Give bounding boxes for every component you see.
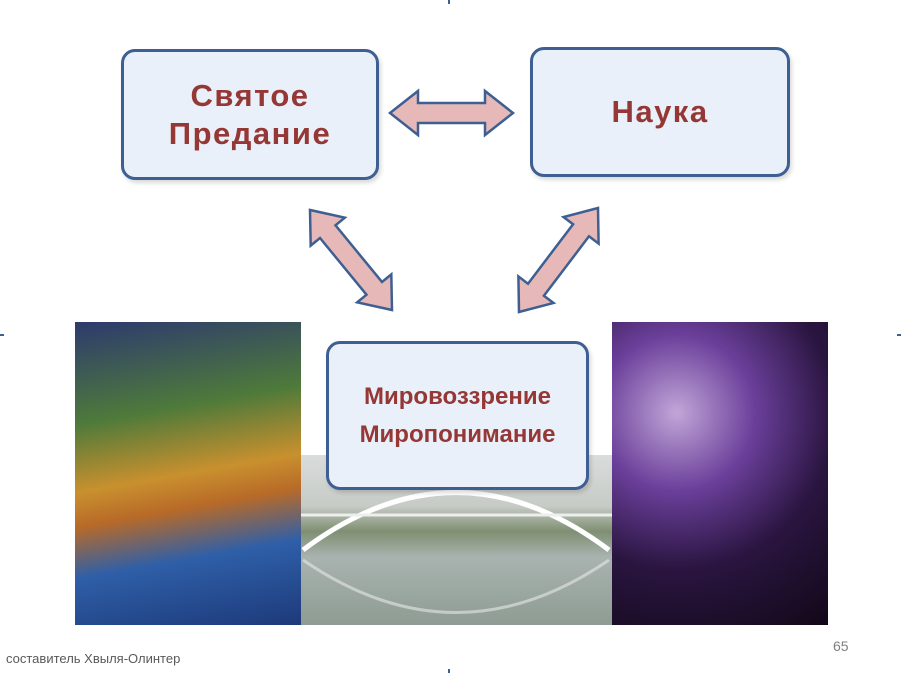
box-science: Наука (530, 47, 790, 177)
icon-creation-image (75, 322, 301, 625)
footer-author: составитель Хвыля-Олинтер (6, 651, 181, 666)
box-label-line2: Предание (168, 115, 332, 151)
box-label-line1: Святое (190, 77, 310, 113)
box-label: Наука (611, 94, 709, 129)
double-arrow-horizontal (387, 88, 516, 138)
guide-tick (0, 334, 4, 336)
box-holy-tradition: Святое Предание (121, 49, 379, 180)
guide-tick (897, 334, 901, 336)
page-number: 65 (833, 638, 849, 654)
science-collage-image (612, 322, 828, 625)
double-arrow-right-diagonal (517, 206, 600, 314)
guide-tick (448, 0, 450, 4)
box-label-line1: Мировоззрение (364, 382, 551, 410)
box-worldview: Мировоззрение Миропонимание (326, 341, 589, 490)
guide-tick (448, 669, 450, 673)
bridge-arch (298, 490, 614, 614)
box-label-line2: Миропонимание (359, 420, 556, 448)
double-arrow-left-diagonal (308, 208, 394, 312)
